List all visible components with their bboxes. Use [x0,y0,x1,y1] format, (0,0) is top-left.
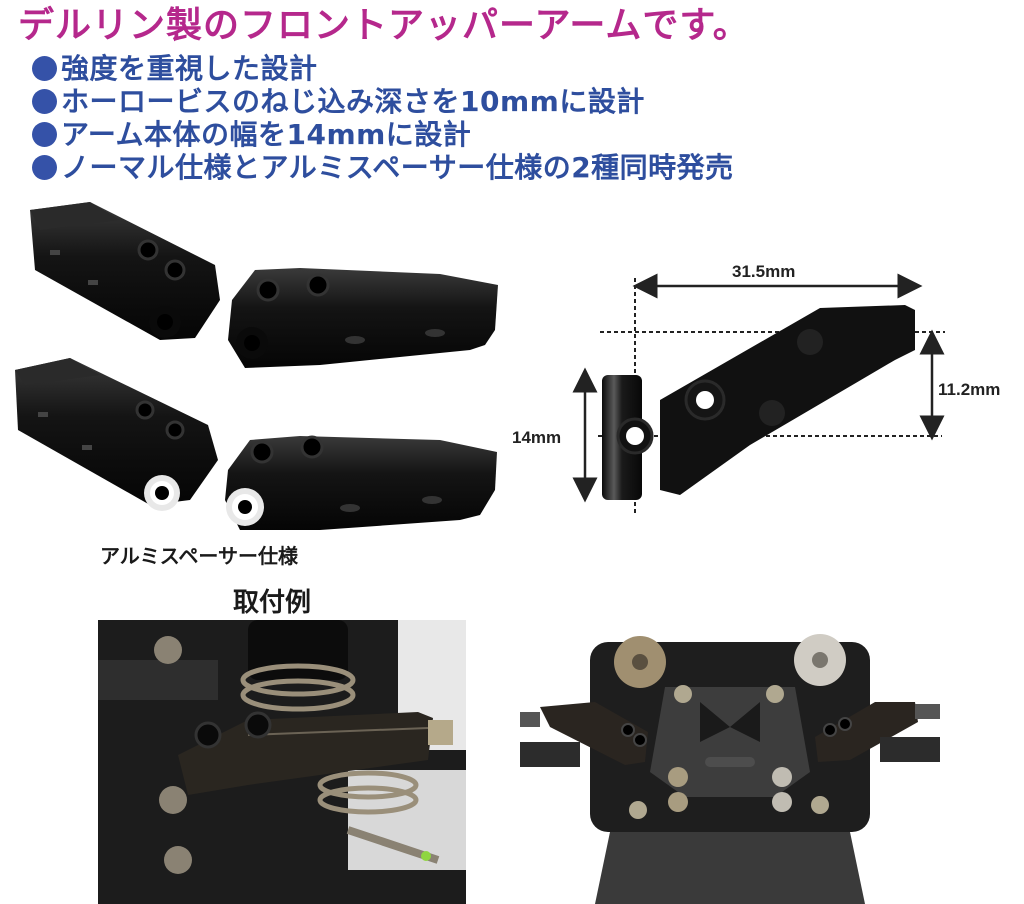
feature-item: ノーマル仕様とアルミスペーサー仕様の2種同時発売 [32,151,734,184]
install-photo-side [98,620,466,904]
feature-text: アーム本体の幅を14mmに設計 [61,118,472,151]
install-photo-top [520,632,940,904]
arm-part-aluminum-1 [15,358,218,511]
length-dimension-label: 31.5mm [732,262,796,281]
dimension-diagram-image [572,273,945,515]
installed-arm-chassis-image [520,632,940,904]
feature-item: 強度を重視した設計 [32,52,734,85]
arm-part-normal-2 [228,268,498,368]
installation-example-caption: 取付例 [233,588,312,618]
upper-arm-parts-image [15,202,498,530]
bullet-icon [32,89,57,114]
feature-text: 強度を重視した設計 [61,52,318,85]
installed-arm-side-image [98,620,466,904]
feature-text: ホーロービスのねじ込み深さを10mmに設計 [61,85,645,118]
feature-item: アーム本体の幅を14mmに設計 [32,118,734,151]
feature-text: ノーマル仕様とアルミスペーサー仕様の2種同時発売 [61,151,734,184]
aluminum-spacer-caption: アルミスペーサー仕様 [100,544,298,568]
feature-list: 強度を重視した設計 ホーロービスのねじ込み深さを10mmに設計 アーム本体の幅を… [32,52,734,184]
height-dimension-label: 11.2mm [938,380,1001,399]
parts-photo [0,190,520,535]
arm-part-normal-1 [30,202,220,340]
bullet-icon [32,56,57,81]
arm-part-aluminum-2 [225,435,497,530]
width-dimension-label: 14mm [512,428,562,447]
headline: デルリン製のフロントアッパーアームです。 [18,5,750,46]
feature-item: ホーロービスのねじ込み深さを10mmに設計 [32,85,734,118]
dimension-diagram: 31.5mm 11.2mm 14mm [500,250,1024,530]
bullet-icon [32,122,57,147]
bullet-icon [32,155,57,180]
